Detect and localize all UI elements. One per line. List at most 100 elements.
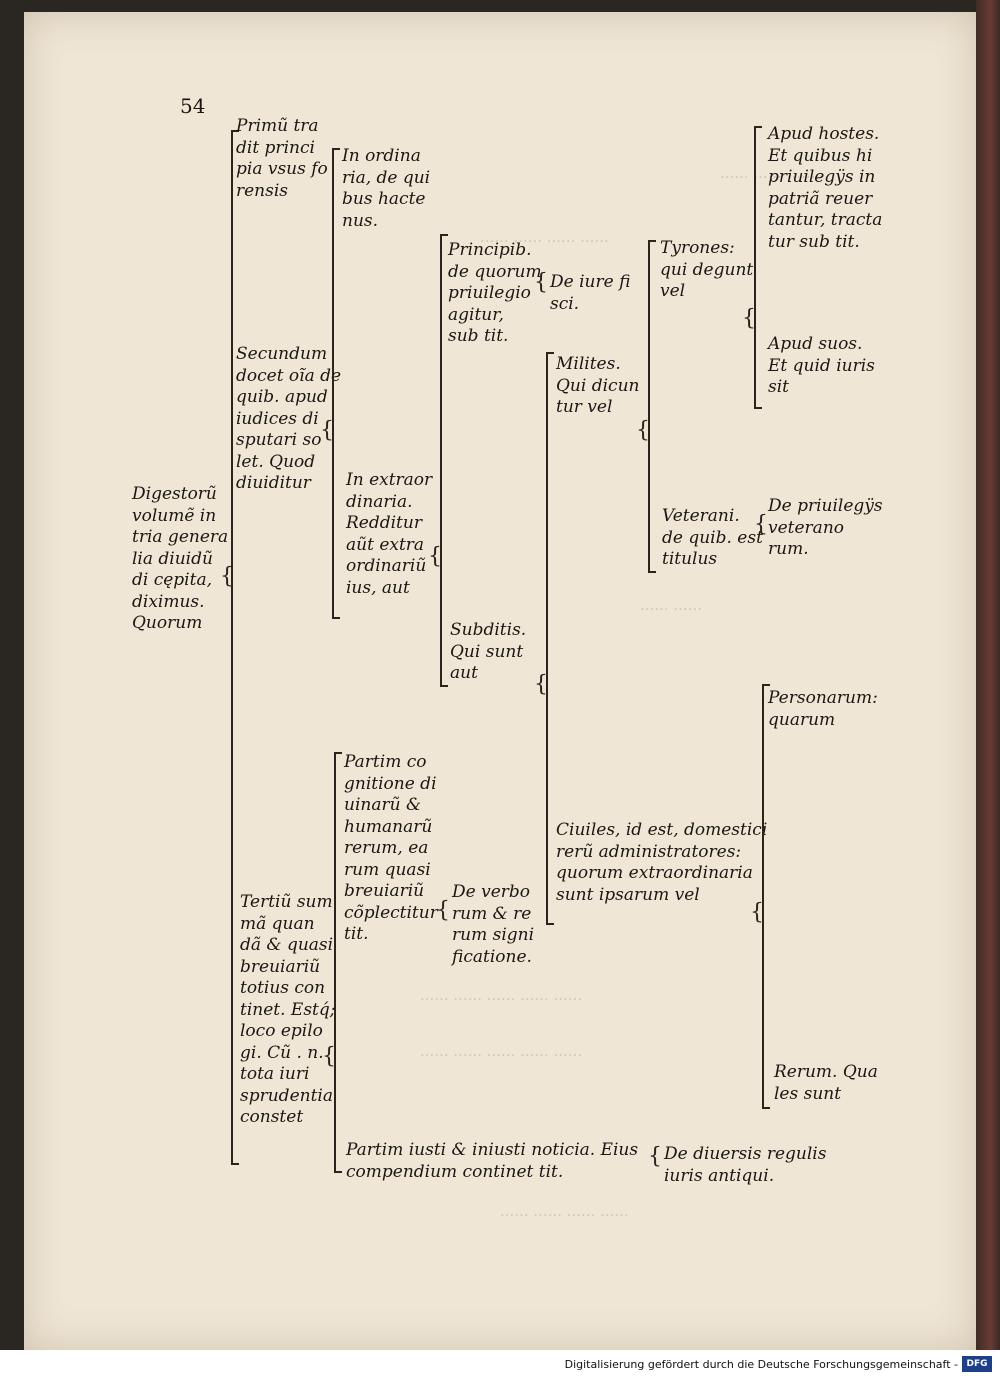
text-line: de quib. est: [662, 527, 763, 548]
text-line: tria genera: [132, 527, 229, 547]
text-line: agitur,: [448, 304, 504, 325]
text-line: quib. apud: [236, 387, 328, 407]
text-line: qui degunt: [660, 259, 754, 280]
text-line: sunt ipsarum vel: [556, 884, 700, 905]
tyrones-bracket-line: [754, 126, 756, 408]
footer-bar: [0, 1350, 1000, 1378]
text-line: De diuersis regulis: [664, 1144, 827, 1164]
text-line: rerum, ea: [344, 838, 429, 858]
bleed-through: ······ ······: [640, 600, 702, 618]
text-line: Digestorũ: [132, 484, 217, 504]
text-line: loco epilo: [240, 1021, 323, 1041]
text-line: bus hacte: [342, 189, 426, 209]
text-line: breuiariũ: [240, 956, 321, 977]
text-line: Secundum: [236, 344, 328, 364]
text-line: tantur, tracta: [768, 210, 883, 230]
text-line: rum quasi: [344, 859, 431, 880]
text-line: sprudentia: [240, 1085, 333, 1106]
text-line: priuilegÿs in: [768, 167, 876, 187]
text-line: Primũ tra: [236, 116, 319, 136]
secundum-bracket-line: [332, 148, 334, 618]
text-line: Tertiũ sum: [240, 892, 333, 912]
text-line: Ciuiles, id est, domestici: [556, 820, 768, 840]
text-line: di cępita,: [132, 570, 212, 590]
bleed-through: ······ ······ ······ ······: [500, 1206, 629, 1224]
text-line: titulus: [662, 549, 718, 569]
text-line: volumẽ in: [132, 505, 217, 526]
bracket-tick: [334, 752, 342, 754]
bracket-tick: [648, 240, 656, 242]
text-line: sit: [768, 377, 789, 397]
text-line: rum.: [768, 539, 809, 559]
text-line: Principib.: [448, 240, 532, 260]
text-line: Apud hostes.: [768, 124, 880, 144]
text-line: Rerum. Qua: [774, 1062, 878, 1082]
dfg-logo: DFG: [962, 1356, 992, 1372]
ciuiles-brace: {: [750, 900, 764, 925]
extraordinaria-brace: {: [428, 544, 442, 569]
milites-brace: {: [636, 418, 650, 443]
text-line: rum & re: [452, 903, 532, 924]
veterani-brace: {: [754, 512, 768, 537]
text-line: uinarũ &: [344, 795, 422, 815]
text-line: ficatione.: [452, 946, 532, 967]
text-line: dit princi: [236, 137, 315, 158]
text-line: In ordina: [342, 146, 421, 166]
text-line: Et quibus hi: [768, 145, 873, 166]
text-line: pia vsus fo: [236, 159, 328, 179]
text-line: quarum: [768, 709, 836, 730]
tertium-brace: {: [322, 1044, 336, 1069]
bracket-tick: [648, 571, 656, 573]
text-line: Et quid iuris: [768, 355, 875, 376]
text-line: ria, de qui: [342, 167, 431, 188]
text-line: ius, aut: [346, 577, 410, 598]
text-line: Personarum:: [768, 688, 878, 708]
page-number: 54: [180, 94, 206, 118]
text-line: les sunt: [774, 1083, 842, 1104]
bracket-tick: [332, 617, 340, 619]
text-line: constet: [240, 1107, 304, 1127]
bracket-tick: [762, 1107, 770, 1109]
text-line: cõplectitur: [344, 902, 438, 923]
bracket-tick: [231, 1163, 239, 1165]
personarum-text: Personarum:quarum: [768, 688, 878, 731]
text-line: De priuilegÿs: [768, 496, 883, 516]
diuersis-brace: {: [648, 1144, 662, 1169]
tyrones-brace: {: [742, 306, 756, 331]
text-line: Redditur: [346, 513, 422, 533]
text-line: rensis: [236, 180, 289, 201]
text-line: ordinariũ: [346, 556, 427, 576]
text-line: Partim co: [344, 752, 427, 772]
text-line: humanarũ: [344, 816, 433, 837]
fisci-brace: {: [534, 270, 548, 295]
text-line: iudices di: [236, 408, 319, 429]
text-line: tur sub tit.: [768, 231, 860, 252]
secundum-brace: {: [320, 418, 334, 443]
text-line: tinet. Estq́;: [240, 999, 336, 1020]
text-line: Veterani.: [662, 506, 740, 526]
text-line: De iure fi: [550, 272, 631, 292]
text-line: Qui dicun: [556, 375, 640, 396]
bracket-tick: [231, 130, 239, 132]
verborum-brace: {: [436, 898, 450, 923]
bracket-tick: [334, 1171, 342, 1173]
text-line: lia diuidũ: [132, 548, 213, 569]
text-line: Qui sunt: [450, 641, 524, 662]
text-line: Tyrones:: [660, 238, 735, 258]
text-line: vel: [660, 281, 686, 301]
